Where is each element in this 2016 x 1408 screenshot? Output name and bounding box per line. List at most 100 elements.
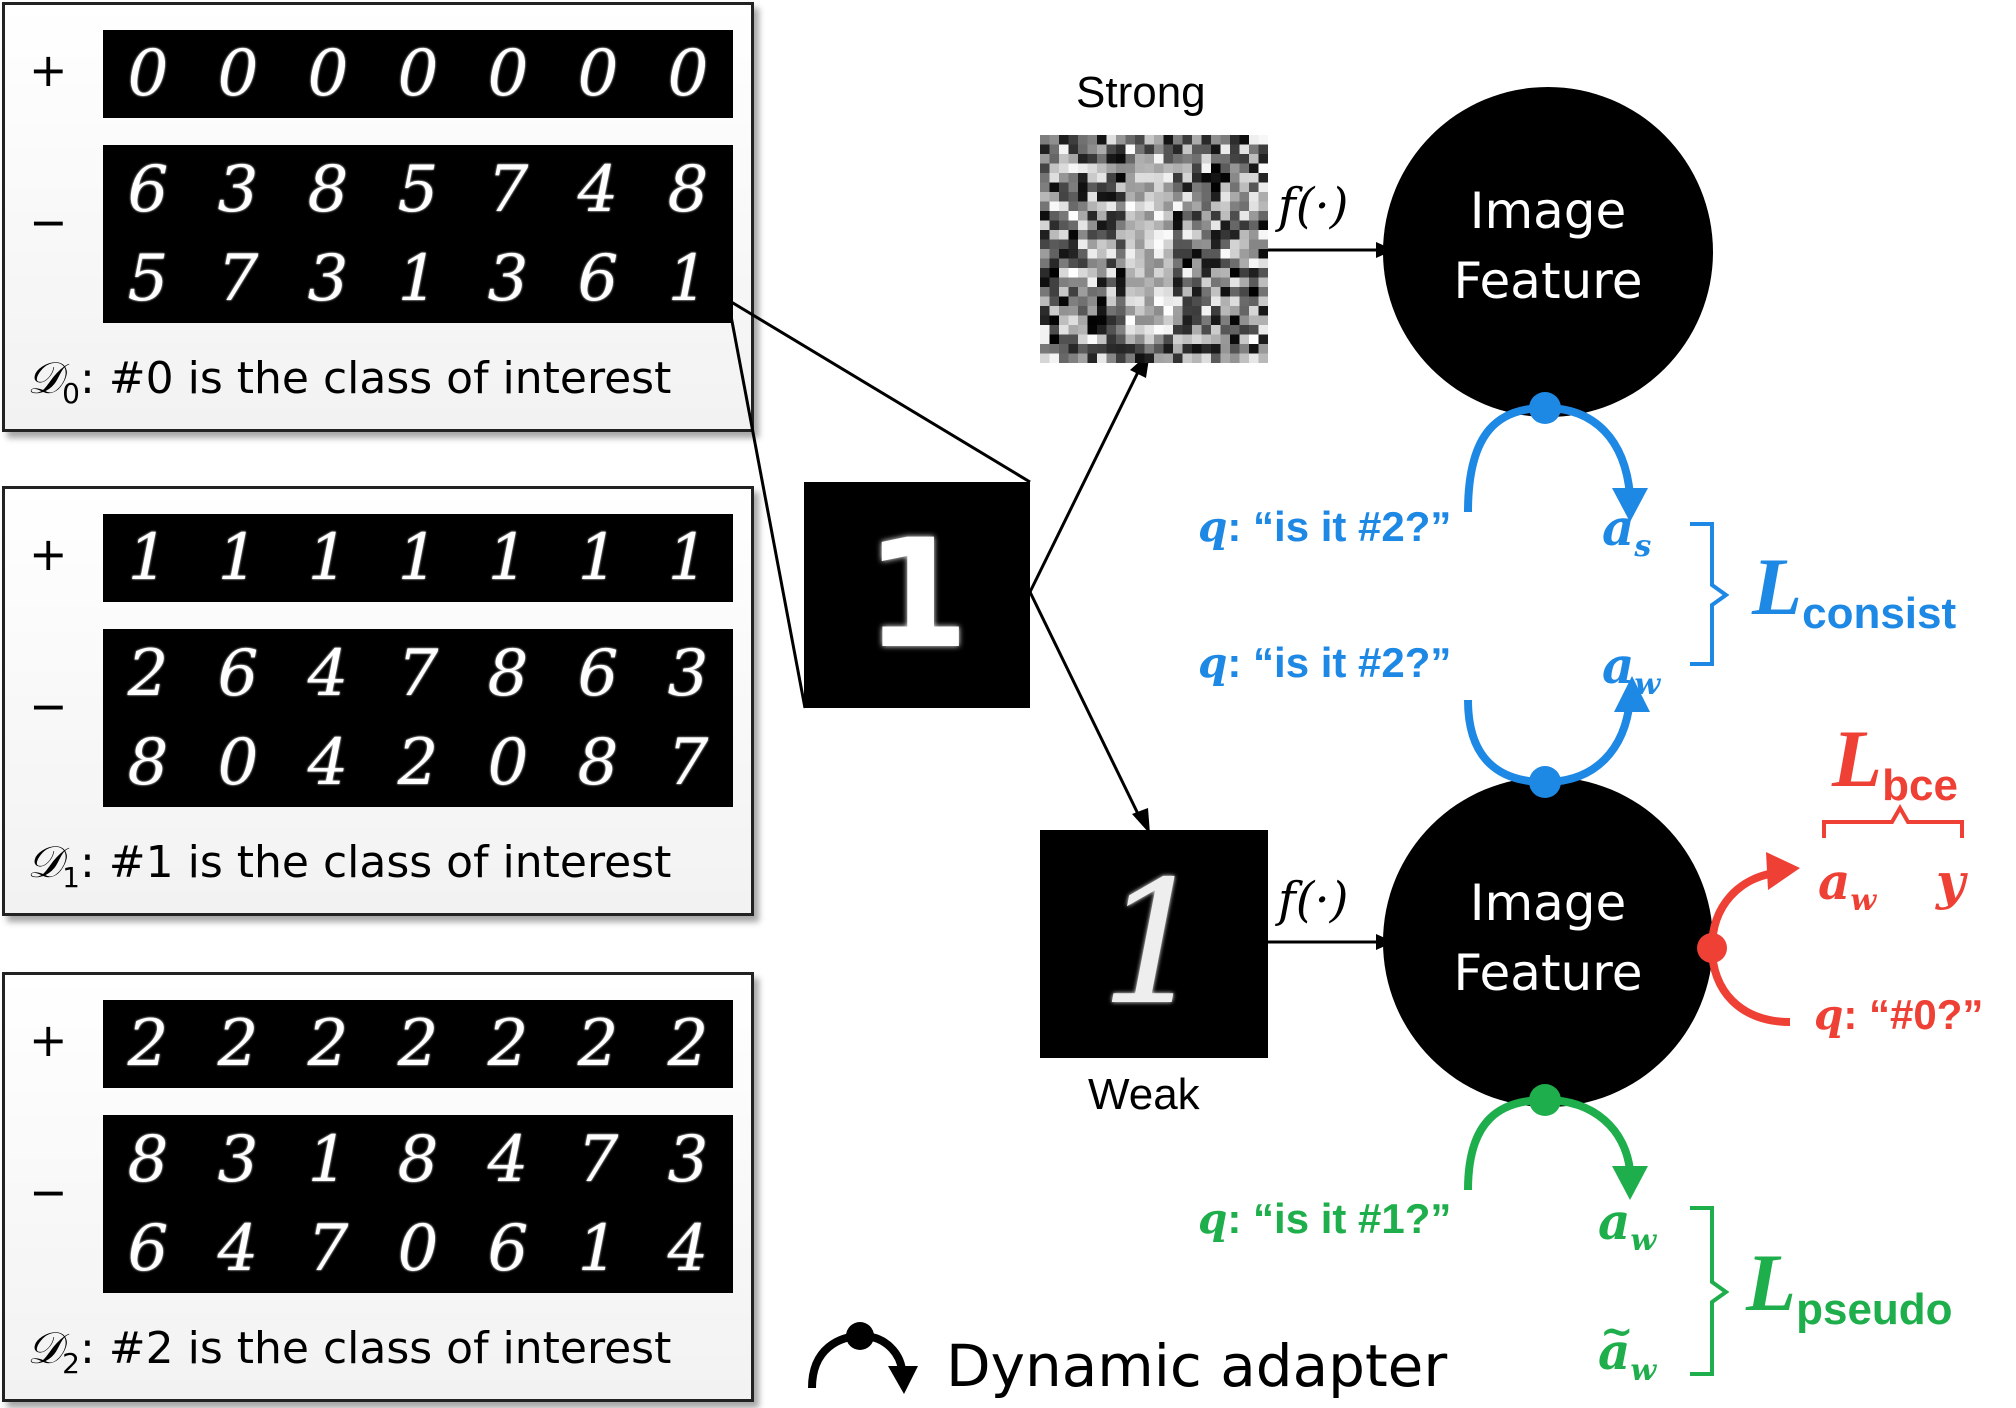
noise-pixel (1144, 268, 1155, 278)
noise-pixel (1135, 325, 1145, 335)
noise-pixel (1049, 306, 1060, 316)
noise-pixel (1258, 154, 1268, 164)
noise-pixel (1173, 192, 1183, 202)
noise-pixel (1144, 201, 1155, 212)
noise-pixel (1230, 135, 1240, 145)
noise-pixel (1116, 296, 1126, 307)
noise-pixel (1173, 353, 1183, 363)
noise-pixel (1116, 315, 1126, 326)
noise-pixel (1125, 182, 1136, 193)
noise-pixel (1182, 287, 1193, 297)
positive-digit: 2 (487, 1007, 529, 1081)
noise-pixel (1249, 173, 1259, 183)
noise-pixel (1078, 306, 1088, 316)
noise-pixel (1192, 334, 1202, 345)
noise-pixel (1135, 258, 1145, 269)
noise-pixel (1087, 277, 1098, 288)
noise-pixel (1163, 220, 1174, 231)
noise-pixel (1087, 135, 1098, 145)
noise-pixel (1192, 230, 1202, 240)
noise-pixel (1249, 306, 1259, 316)
noise-pixel (1087, 268, 1098, 278)
noise-pixel (1144, 135, 1155, 145)
noise-pixel (1116, 230, 1126, 240)
noise-pixel (1040, 211, 1050, 221)
noise-pixel (1258, 135, 1268, 145)
noise-pixel (1106, 325, 1117, 335)
noise-pixel (1097, 334, 1107, 345)
noise-pixel (1125, 296, 1136, 307)
noise-pixel (1201, 258, 1212, 269)
noise-pixel (1049, 277, 1060, 288)
noise-pixel (1049, 173, 1060, 183)
noise-pixel (1116, 353, 1126, 363)
noise-pixel (1249, 249, 1259, 259)
noise-pixel (1097, 353, 1107, 363)
noise-pixel (1182, 353, 1193, 363)
noise-pixel (1173, 201, 1183, 212)
noise-pixel (1106, 268, 1117, 278)
noise-pixel (1220, 344, 1231, 354)
noise-pixel (1239, 163, 1250, 174)
positive-digit: 0 (487, 37, 529, 111)
noise-pixel (1249, 277, 1259, 288)
noise-pixel (1087, 353, 1098, 363)
noise-pixel (1049, 163, 1060, 174)
negative-digit: 7 (667, 725, 709, 800)
noise-pixel (1087, 296, 1098, 307)
noise-pixel (1049, 182, 1060, 193)
noise-pixel (1192, 220, 1202, 231)
noise-pixel (1059, 211, 1069, 221)
noise-pixel (1230, 211, 1240, 221)
noise-pixel (1116, 325, 1126, 335)
noise-pixel (1144, 344, 1155, 354)
noise-pixel (1097, 144, 1107, 155)
noise-pixel (1154, 287, 1164, 297)
noise-pixel (1192, 192, 1202, 202)
positive-digit: 1 (487, 521, 529, 595)
noise-pixel (1059, 239, 1069, 250)
noise-pixel (1192, 239, 1202, 250)
negative-digit: 6 (127, 152, 169, 227)
noise-pixel (1144, 163, 1155, 174)
noise-pixel (1239, 173, 1250, 183)
positive-digit: 1 (667, 521, 709, 595)
negative-digit: 8 (487, 636, 529, 711)
noise-pixel (1144, 325, 1155, 335)
noise-pixel (1087, 211, 1098, 221)
negative-digit: 4 (487, 1122, 529, 1197)
noise-pixel (1163, 315, 1174, 326)
noise-pixel (1182, 325, 1193, 335)
negative-digit: 8 (667, 152, 709, 227)
noise-pixel (1211, 182, 1221, 193)
noise-pixel (1258, 201, 1268, 212)
noise-pixel (1135, 192, 1145, 202)
noise-pixel (1049, 144, 1060, 155)
noise-pixel (1125, 353, 1136, 363)
noise-pixel (1040, 287, 1050, 297)
noise-pixel (1173, 173, 1183, 183)
noise-pixel (1249, 220, 1259, 231)
noise-pixel (1116, 154, 1126, 164)
noise-pixel (1116, 220, 1126, 231)
noise-pixel (1211, 306, 1221, 316)
noise-pixel (1211, 296, 1221, 307)
negative-digit: 1 (667, 241, 709, 316)
strong-label: Strong (1076, 68, 1206, 117)
noise-pixel (1106, 192, 1117, 202)
noise-pixel (1173, 258, 1183, 269)
noise-pixel (1230, 154, 1240, 164)
noise-pixel (1068, 353, 1079, 363)
noise-pixel (1201, 144, 1212, 155)
negative-digit: 3 (667, 1122, 709, 1197)
noise-pixel (1201, 353, 1212, 363)
noise-pixel (1239, 353, 1250, 363)
negative-digit: 7 (577, 1122, 619, 1197)
noise-pixel (1211, 334, 1221, 345)
noise-pixel (1163, 144, 1174, 155)
